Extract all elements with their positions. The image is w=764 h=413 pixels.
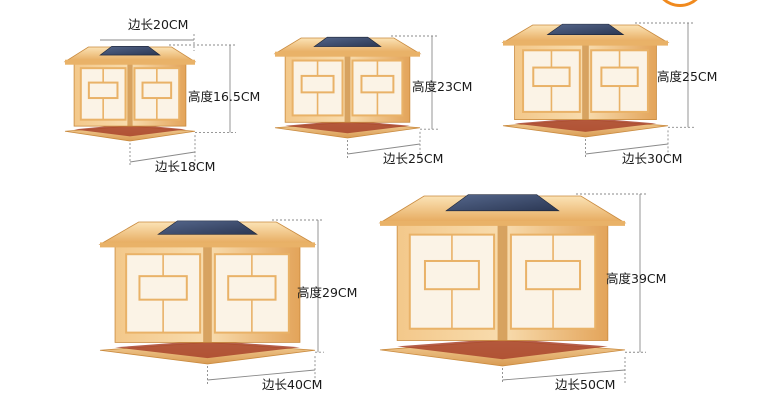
lamp-1-width-label: 边长18CM — [155, 159, 216, 174]
lamp-base-band — [115, 340, 300, 359]
lamp-3-height-label: 高度25CM — [657, 69, 718, 84]
lamp-5-height-label: 高度39CM — [606, 271, 667, 286]
lamp-base-band — [285, 120, 410, 134]
lamp-2 — [273, 35, 438, 158]
lamp-base-band — [397, 338, 608, 360]
lamp-5-width-label: 边长50CM — [555, 377, 616, 392]
lamp-5 — [378, 193, 646, 384]
lamp-4-width-label: 边长40CM — [262, 377, 323, 392]
lamp-roof-edge — [65, 59, 195, 65]
lamp-4-height-label: 高度29CM — [297, 285, 358, 300]
lamp-roof-edge — [380, 220, 625, 226]
lamp-roof-edge — [275, 51, 420, 57]
solar-panel — [445, 194, 560, 212]
lamp-roof-edge — [100, 242, 315, 248]
lamp-1 — [63, 34, 236, 166]
solar-panel — [546, 23, 625, 35]
lamp-3 — [501, 22, 694, 158]
lamp-2-height-label: 高度23CM — [412, 79, 473, 94]
solar-panel — [157, 220, 258, 235]
lamp-base-band — [514, 117, 657, 132]
solar-panel — [99, 45, 161, 56]
lamp-roof-edge — [503, 40, 668, 46]
lamp-base-band — [74, 124, 186, 137]
lamp-3-width-label: 边长30CM — [622, 151, 683, 166]
lamp-1-height-label: 高度16.5CM — [188, 89, 261, 104]
solar-panel — [313, 36, 382, 47]
lamp-1-top-label: 边长20CM — [128, 17, 189, 32]
lamp-2-width-label: 边长25CM — [383, 151, 444, 166]
lamp-4 — [98, 219, 324, 384]
